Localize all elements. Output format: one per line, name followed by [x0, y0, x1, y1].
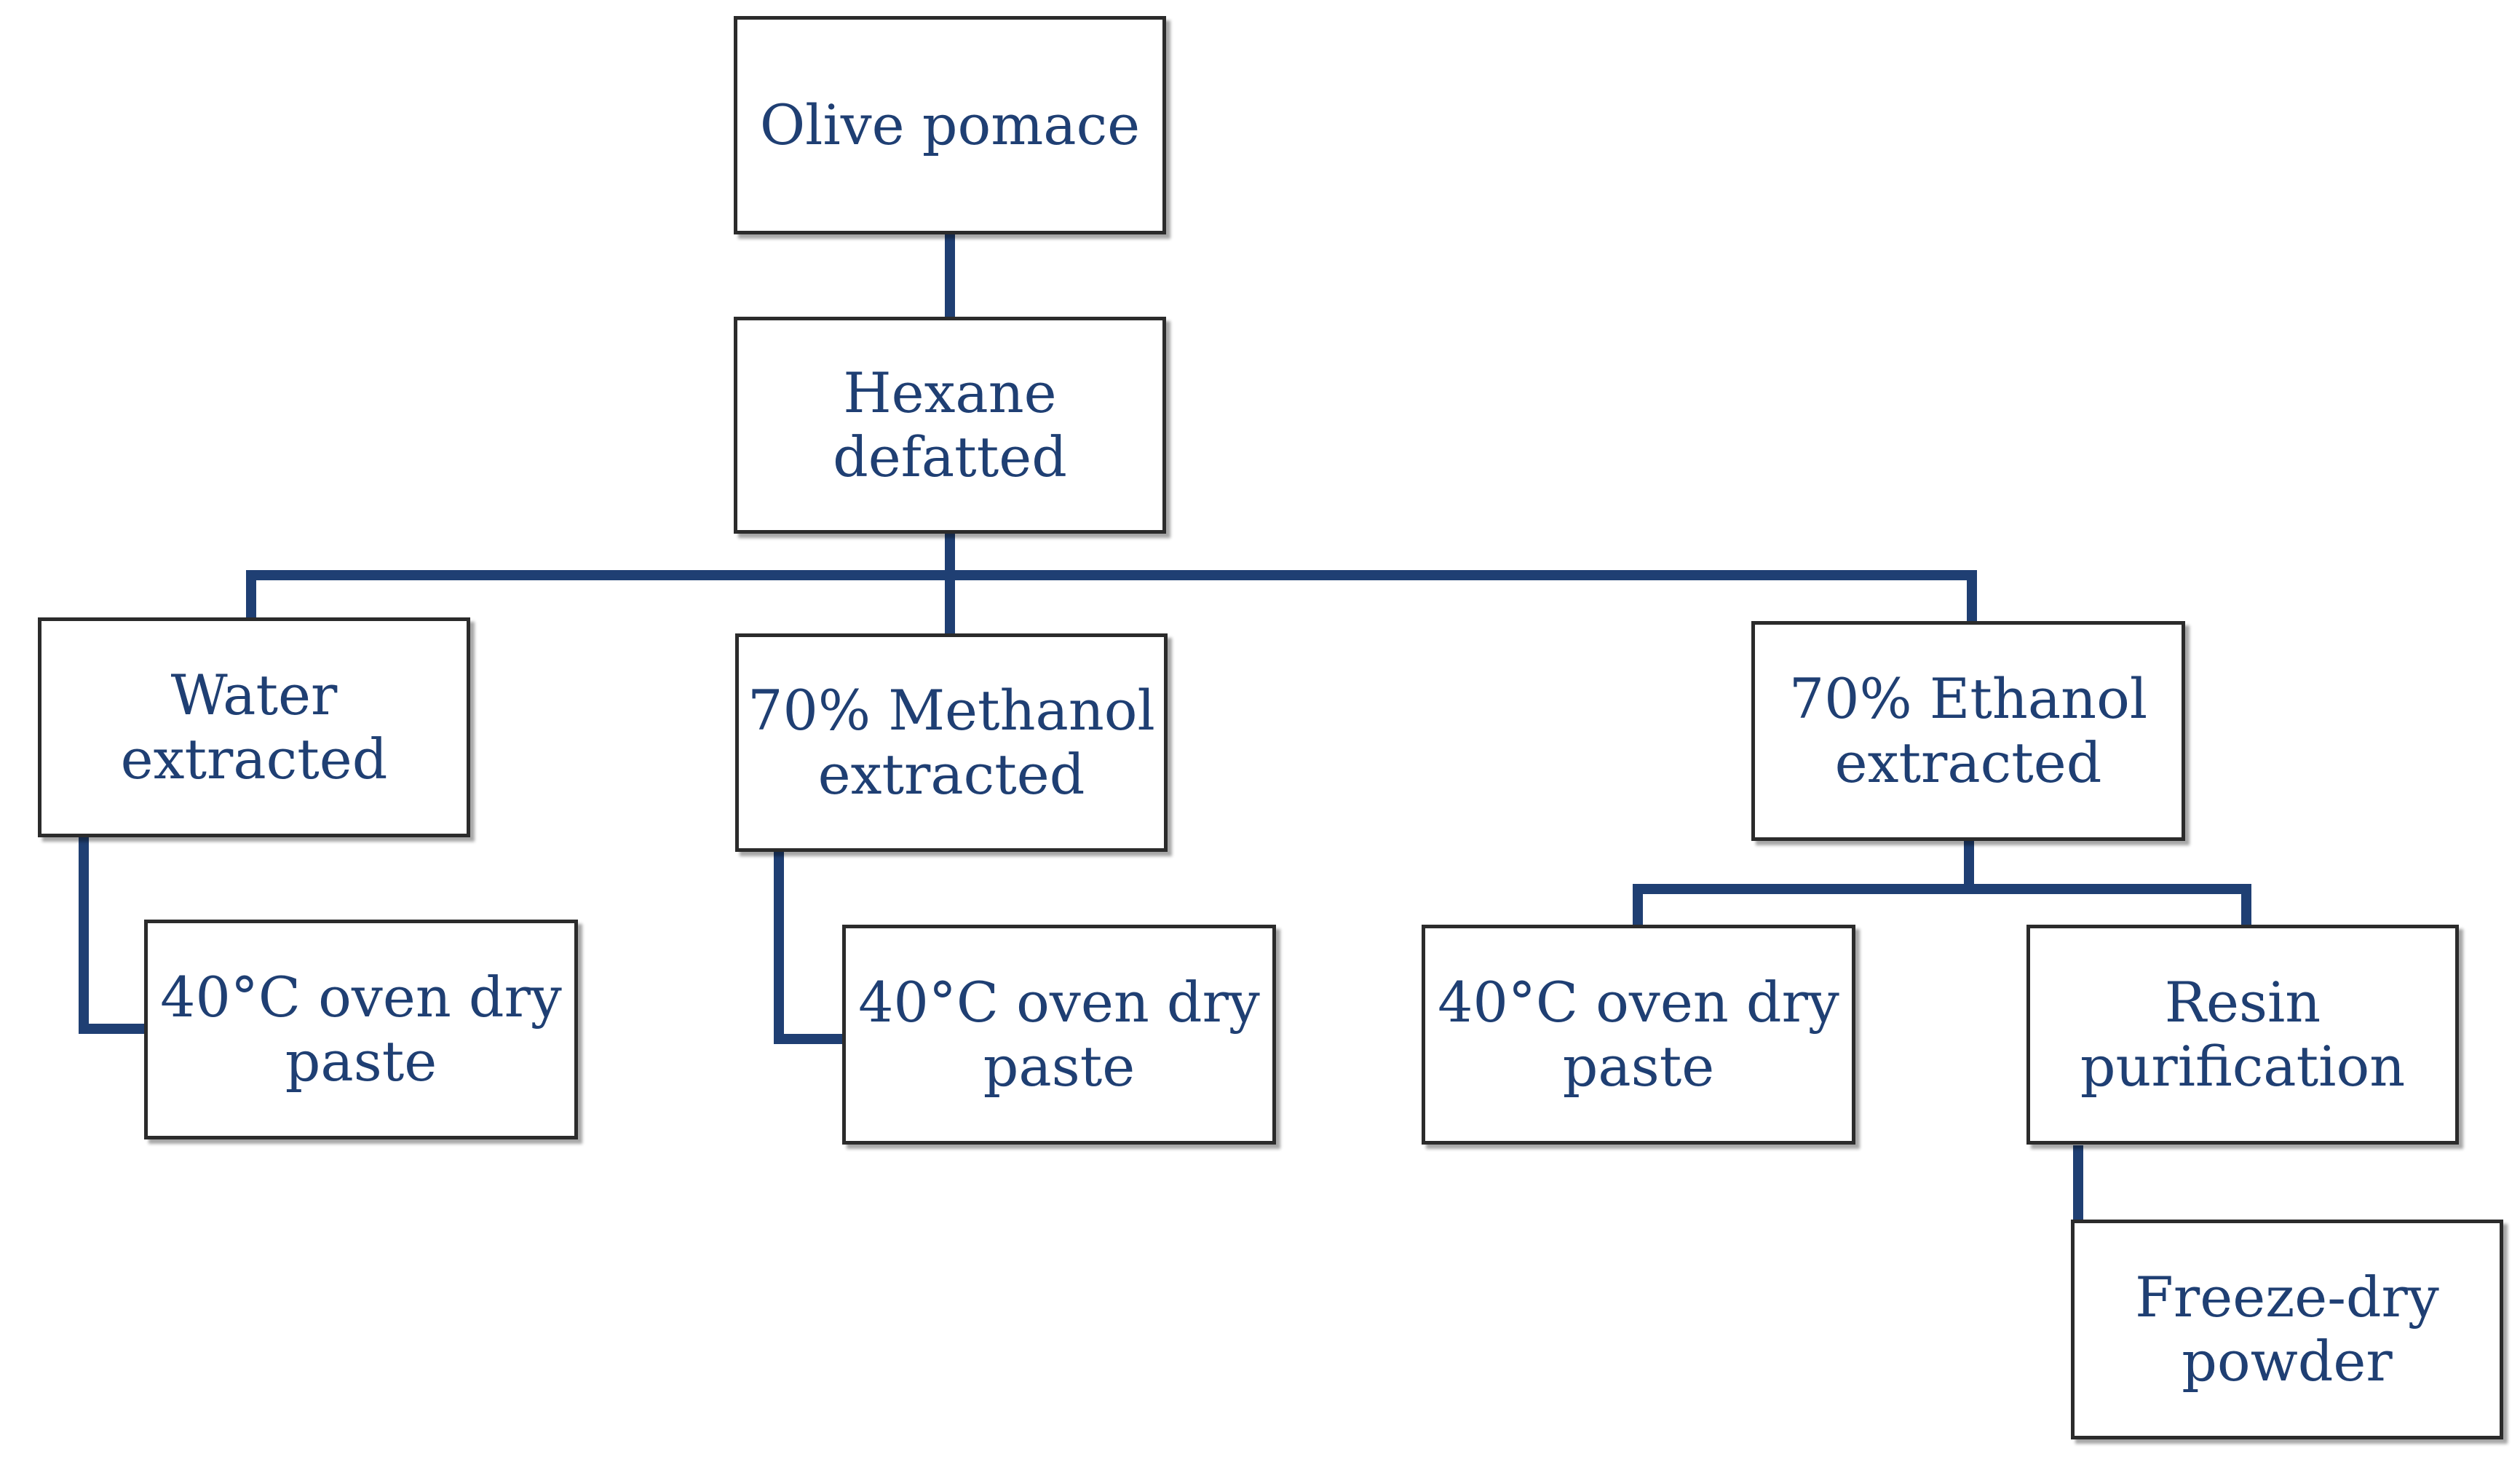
node-methanol-oven-dry-paste: 40°C oven dry paste — [842, 925, 1276, 1145]
node-ethanol-extracted: 70% Ethanol extracted — [1751, 621, 2185, 841]
node-methanol-extracted: 70% Methanol extracted — [735, 633, 1168, 852]
node-freeze-dry-powder: Freeze-dry powder — [2071, 1220, 2503, 1439]
node-hexane-defatted: Hexane defatted — [734, 317, 1166, 534]
connector-methanol-to-oven-dry — [774, 852, 844, 1044]
connector-branch-bus — [246, 570, 1977, 623]
node-ethanol-oven-dry-paste: 40°C oven dry paste — [1422, 925, 1855, 1145]
node-water-extracted: Water extracted — [38, 617, 470, 837]
node-water-oven-dry-paste: 40°C oven dry paste — [144, 920, 578, 1139]
connector-water-to-oven-dry — [79, 837, 146, 1034]
node-resin-purification: Resin purification — [2026, 925, 2459, 1145]
connector-ethanol-sub-bus — [1633, 884, 2251, 927]
node-olive-pomace: Olive pomace — [734, 16, 1166, 234]
